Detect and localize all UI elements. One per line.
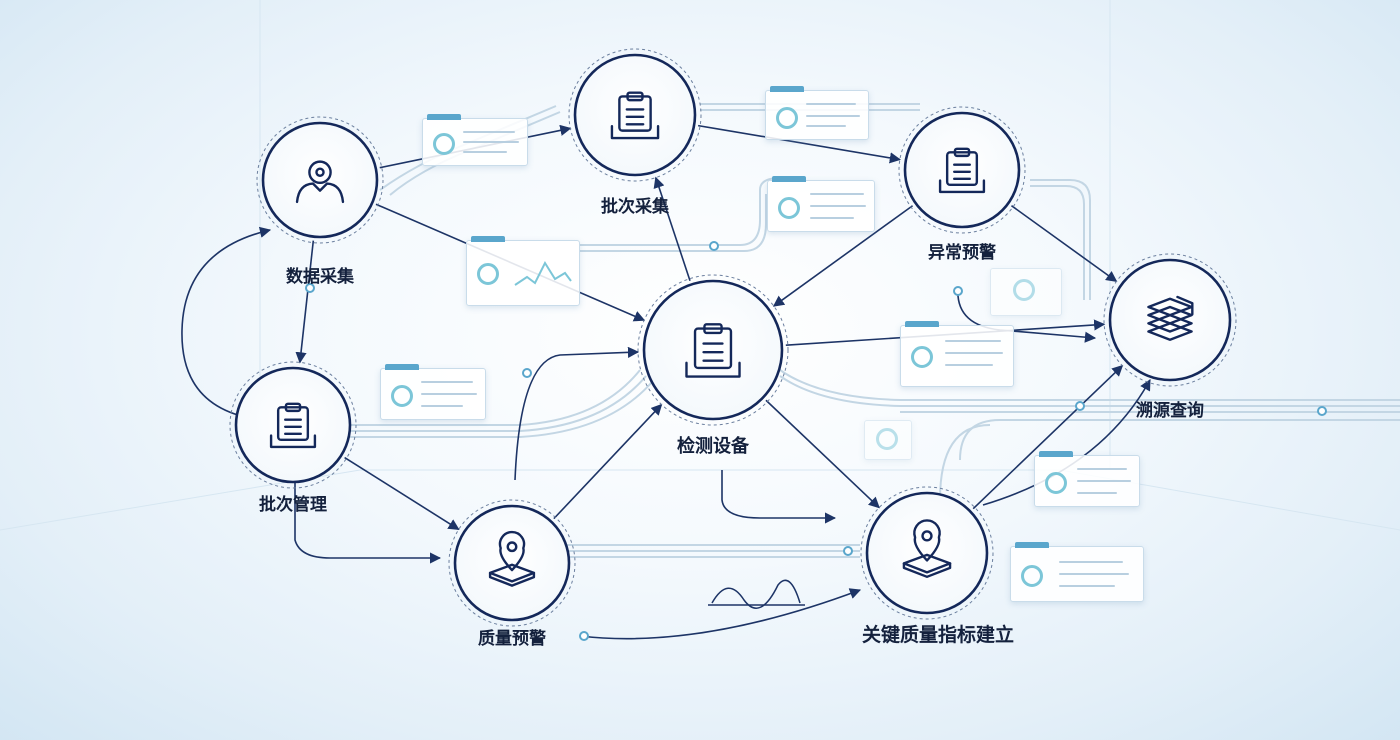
- wave-decoration: [711, 579, 801, 609]
- pipeline-rails: [340, 103, 1400, 558]
- layers-icon: [1147, 295, 1194, 341]
- map-pin-icon: [488, 530, 536, 587]
- node-batch-manage: [229, 361, 357, 489]
- gauge-icon: [477, 263, 499, 285]
- flow-arrow: [514, 346, 640, 481]
- clipboard-icon: [938, 147, 986, 194]
- info-panel-6: [1034, 451, 1140, 507]
- gauge-icon: [778, 197, 800, 219]
- node-anomaly-warn: [898, 106, 1026, 234]
- node-label-kpi-build: 关键质量指标建立: [861, 624, 1015, 646]
- gauge-icon: [433, 133, 455, 155]
- gauge-icon: [1045, 472, 1067, 494]
- node-label-trace-query: 溯源查询: [1136, 401, 1204, 421]
- flow-arrow: [765, 399, 880, 509]
- flow-edges: [181, 124, 1151, 640]
- node-kpi-build: [860, 486, 994, 620]
- node-data-collect: [256, 116, 384, 244]
- flow-arrow: [295, 240, 315, 364]
- gauge-icon: [1013, 279, 1035, 301]
- person-pin-icon: [295, 160, 345, 204]
- info-panel-5: [380, 364, 486, 420]
- info-panel-chart: [466, 236, 580, 306]
- info-panel-1: [422, 114, 528, 166]
- info-panel-3: [767, 176, 875, 232]
- node-test-device: [637, 274, 789, 426]
- flow-arrow: [721, 470, 837, 524]
- clipboard-icon: [269, 402, 317, 449]
- gauge-icon: [776, 107, 798, 129]
- info-panel-faint-2: [864, 420, 912, 460]
- node-label-anomaly-warn: 异常预警: [928, 243, 996, 263]
- flow-arrow: [772, 205, 914, 307]
- flow-arrow: [579, 588, 862, 640]
- flow-arrow: [553, 403, 663, 520]
- flow-arrow: [1011, 205, 1118, 283]
- gauge-icon: [391, 385, 413, 407]
- flow-arrow: [653, 176, 691, 281]
- flow-arrow: [972, 364, 1124, 510]
- clipboard-icon: [610, 91, 660, 140]
- node-batch-collect: [568, 48, 702, 182]
- node-label-test-device: 检测设备: [677, 436, 749, 457]
- flow-nodes: [229, 48, 1237, 627]
- node-trace-query: [1103, 253, 1237, 387]
- flow-arrow: [181, 226, 272, 421]
- flow-arrow: [344, 456, 460, 531]
- node-label-quality-warn: 质量预警: [478, 629, 546, 649]
- info-panel-4: [900, 321, 1014, 387]
- info-panel-7: [1010, 542, 1144, 602]
- gauge-icon: [1021, 565, 1043, 587]
- mini-line-chart: [514, 260, 572, 286]
- node-quality-warn: [448, 499, 576, 627]
- map-pin-icon: [902, 519, 952, 579]
- node-label-batch-collect: 批次采集: [601, 197, 669, 217]
- info-panel-2: [765, 86, 869, 140]
- flow-arrow: [294, 480, 442, 564]
- gauge-icon: [876, 428, 898, 450]
- clipboard-icon: [685, 323, 741, 378]
- node-label-batch-manage: 批次管理: [259, 495, 327, 515]
- info-panel-faint: [990, 268, 1062, 316]
- gauge-icon: [911, 346, 933, 368]
- connector-dots: [305, 241, 1327, 641]
- node-label-data-collect: 数据采集: [286, 267, 354, 287]
- flow-arrow: [697, 124, 901, 164]
